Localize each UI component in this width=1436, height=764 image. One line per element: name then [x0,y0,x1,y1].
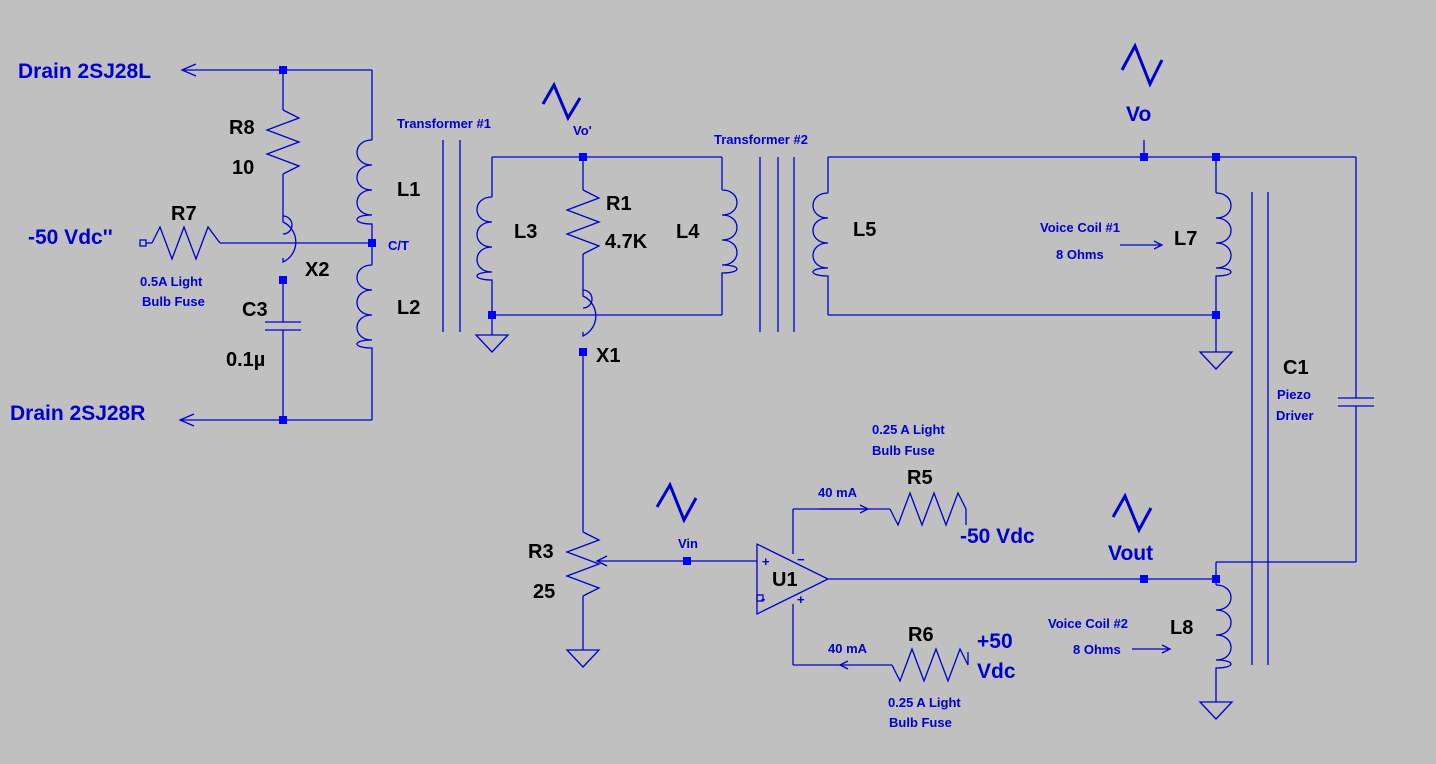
r8-ref: R8 [229,117,255,139]
vo-label: Vo [1126,103,1151,126]
vin-sine-icon [655,481,698,524]
r5-note1: 0.25 A Light [872,422,945,437]
r6-note1: 0.25 A Light [888,695,961,710]
r6-note2: Bulb Fuse [889,715,952,730]
ct-label: C/T [388,238,409,253]
x2-ref: X2 [305,259,329,281]
c1-note1: Piezo [1277,387,1311,402]
l7-ref: L7 [1174,228,1197,250]
vout-sine-icon [1111,492,1153,534]
l8-note1: Voice Coil #2 [1048,616,1128,631]
inductor-l5: L5 [812,157,876,315]
l4-ref: L4 [676,221,700,243]
inductor-l1: L1 [356,70,420,243]
u1-ref: U1 [772,569,798,591]
inductor-l8: L8 Voice Coil #2 8 Ohms [1048,562,1234,720]
svg-text:+: + [797,592,805,607]
r7-note1: 0.5A Light [140,274,203,289]
r7-note2: Bulb Fuse [142,294,205,309]
vin-label: Vin [678,536,698,551]
ground-l3 [474,315,510,353]
r6-current: 40 mA [828,641,868,656]
l2-ref: L2 [397,297,420,319]
resistor-r7: -50 Vdc'' R7 0.5A Light Bulb Fuse [28,203,372,309]
l3-ref: L3 [514,221,537,243]
drain-r-terminal: Drain 2SJ28R [10,402,372,427]
r8-value: 10 [232,157,254,179]
l7-note2: 8 Ohms [1056,247,1104,262]
r5-current: 40 mA [818,485,858,500]
drain-l-label: Drain 2SJ28L [18,60,151,83]
svg-text:+: + [762,554,770,569]
inductor-l7: L7 Voice Coil #1 8 Ohms [1040,157,1232,315]
c1-note2: Driver [1276,408,1314,423]
pos50-label-b: Vdc [977,660,1016,683]
inductor-l2: L2 [356,243,420,420]
r7-ref: R7 [171,203,197,225]
transformer-1-core: Transformer #1 [397,116,491,332]
c3-value: 0.1µ [226,349,265,371]
potentiometer-r3: R3 25 [528,531,757,668]
transformer-2-core: Transformer #2 [714,132,808,332]
r1-value: 4.7K [605,231,648,253]
l7-note1: Voice Coil #1 [1040,220,1120,235]
l5-ref: L5 [853,219,876,241]
resistor-r1: R1 4.7K [565,157,648,290]
capacitor-c3: C3 0.1µ [226,280,301,420]
drain-r-label: Drain 2SJ28R [10,402,145,425]
capacitor-c1: C1 Piezo Driver [1216,157,1374,563]
c1-ref: C1 [1283,357,1309,379]
drain-l-terminal: Drain 2SJ28L [18,60,372,83]
vo-prime-label: Vo' [573,123,592,138]
resistor-r5: 40 mA R5 0.25 A Light Bulb Fuse -50 Vdc [793,422,1035,548]
x1-ref: X1 [596,345,620,367]
l8-ref: L8 [1170,617,1193,639]
neg50-in-label: -50 Vdc'' [28,226,113,249]
transformer-2-label: Transformer #2 [714,132,808,147]
resistor-r8: R8 10 [229,70,301,216]
vo-prime-sine-icon [541,81,582,122]
r1-ref: R1 [606,193,632,215]
r3-ref: R3 [528,541,554,563]
l8-note2: 8 Ohms [1073,642,1121,657]
r5-ref: R5 [907,467,933,489]
l1-ref: L1 [397,179,420,201]
transformer-1-label: Transformer #1 [397,116,491,131]
crossover-x2: X2 [282,215,329,281]
crossover-x1: X1 [582,289,620,367]
ground-l7 [1198,315,1234,370]
r6-ref: R6 [908,624,934,646]
svg-text:−: − [797,552,805,567]
junction-dots [279,66,1220,583]
neg50-label: -50 Vdc [960,525,1035,548]
opamp-u1: + - − + U1 [756,509,1216,665]
inductor-l3: L3 [476,157,537,315]
pos50-label-a: +50 [977,630,1013,653]
transformer-3-core [1251,192,1269,665]
c3-ref: C3 [242,299,268,321]
vo-sine-icon [1120,42,1164,88]
r5-note2: Bulb Fuse [872,443,935,458]
r3-value: 25 [533,581,555,603]
inductor-l4: L4 [676,157,738,315]
resistor-r6: 40 mA R6 0.25 A Light Bulb Fuse +50 Vdc [793,624,1016,730]
vout-label: Vout [1108,542,1153,565]
